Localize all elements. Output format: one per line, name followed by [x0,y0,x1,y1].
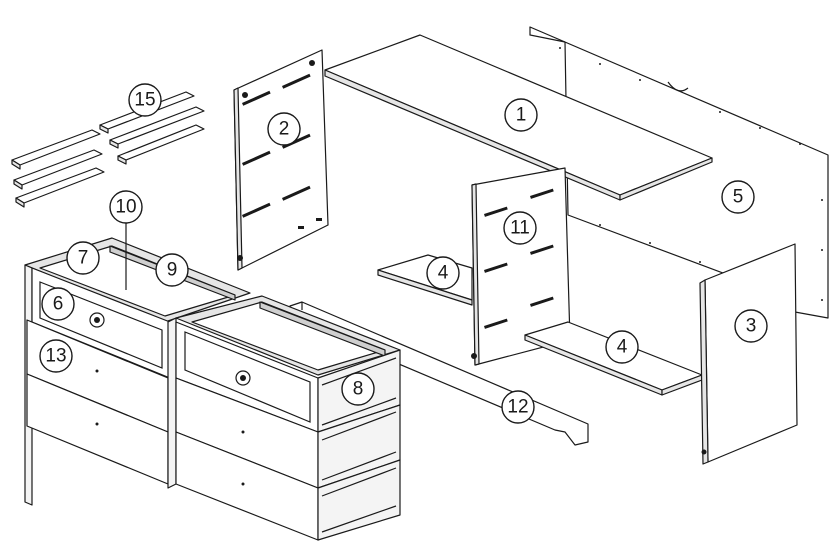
callout-2-label: 2 [279,119,290,140]
callout-8: 8 [341,372,375,406]
callout-5: 5 [721,180,755,214]
callout-9-label: 9 [167,260,178,281]
part-15-slats [11,91,205,208]
right-drawer-stack [175,295,401,541]
callout-10-label: 10 [115,197,136,218]
callout-15: 15 [128,83,162,117]
callout-6-label: 6 [53,294,64,315]
callout-7-label: 7 [78,248,89,269]
callout-4-right-label: 4 [617,337,628,358]
callout-8-label: 8 [353,379,364,400]
callout-3-label: 3 [746,316,757,337]
callout-1: 1 [504,98,538,132]
callout-12: 12 [501,390,535,424]
callout-10: 10 [109,190,143,224]
callout-3: 3 [734,309,768,343]
callout-9: 9 [155,253,189,287]
callout-1-label: 1 [516,105,527,126]
callout-5-label: 5 [733,187,744,208]
callout-4-left-label: 4 [438,263,449,284]
part-3-right-side-panel [699,243,798,465]
callout-4-right: 4 [605,330,639,364]
part-2-left-side-panel [233,49,329,271]
callout-4-left: 4 [426,256,460,290]
callout-13-label: 13 [45,346,66,367]
callout-6: 6 [41,287,75,321]
callout-13: 13 [39,339,73,373]
callout-15-label: 15 [134,90,155,111]
callout-11-label: 11 [510,218,530,239]
callout-7: 7 [66,241,100,275]
callout-2: 2 [267,112,301,146]
callout-11: 11 [503,211,537,245]
part-11-middle-divider-panel [471,167,571,366]
callout-12-label: 12 [507,397,528,418]
